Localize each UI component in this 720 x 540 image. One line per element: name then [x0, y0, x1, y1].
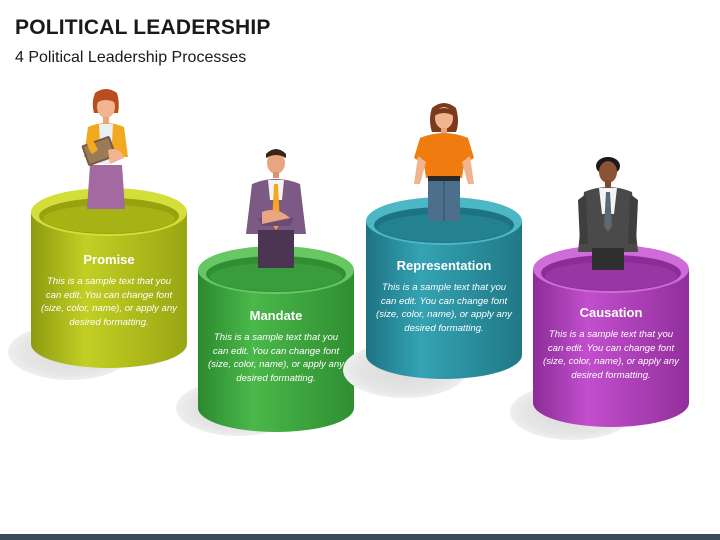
mandate-card: Mandate This is a sample text that you c…: [207, 308, 345, 385]
woman-orange-shirt-icon: [414, 103, 474, 221]
mandate-title: Mandate: [249, 308, 303, 323]
page-subtitle: 4 Political Leadership Processes: [15, 49, 247, 66]
promise-card: Promise This is a sample text that you c…: [40, 252, 178, 329]
page-title: POLITICAL LEADERSHIP: [15, 16, 271, 39]
promise-cylinder: [8, 188, 187, 380]
promise-body: This is a sample text that you can edit.…: [41, 276, 177, 328]
promise-title: Promise: [83, 252, 135, 267]
man-purple-suit-icon: [246, 149, 306, 268]
man-grey-suit-icon: [578, 157, 638, 270]
footer-bar: [0, 534, 720, 540]
mandate-body: This is a sample text that you can edit.…: [208, 332, 344, 384]
causation-card: Causation This is a sample text that you…: [542, 305, 680, 382]
causation-title: Causation: [579, 305, 643, 320]
representation-cylinder: [343, 197, 522, 398]
representation-title: Representation: [396, 258, 492, 273]
woman-holding-book-icon: [81, 89, 128, 209]
mandate-cylinder: [176, 246, 354, 436]
representation-card: Representation This is a sample text tha…: [375, 258, 513, 335]
causation-body: This is a sample text that you can edit.…: [543, 329, 679, 381]
causation-cylinder: [510, 245, 689, 440]
representation-body: This is a sample text that you can edit.…: [376, 282, 512, 334]
